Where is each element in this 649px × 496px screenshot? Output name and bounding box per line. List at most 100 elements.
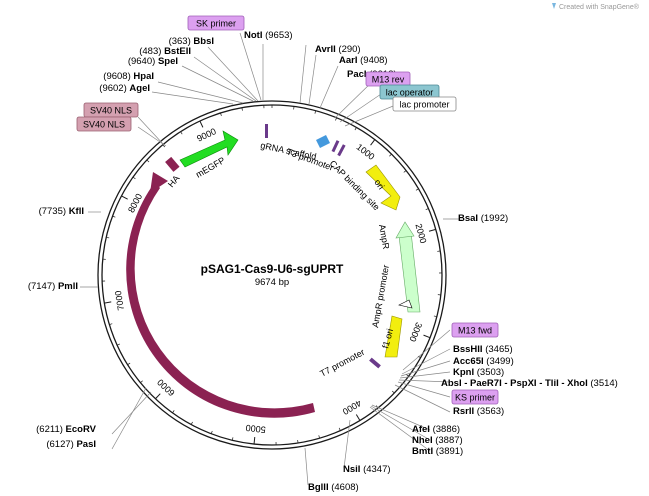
- site-label[interactable]: (9608) HpaI: [103, 71, 154, 82]
- lac-operator[interactable]: lac operator: [379, 84, 440, 100]
- tick-mark: [127, 362, 131, 365]
- sv40-nls-1[interactable]: SV40 NLS: [83, 102, 139, 118]
- lac-operator-label: lac operator: [386, 88, 434, 98]
- lac-promoter[interactable]: lac promoter: [392, 96, 457, 112]
- cas9-arrowhead: [150, 172, 168, 193]
- tick-mark: [354, 127, 357, 131]
- snapgene-logo-icon: [552, 3, 556, 9]
- cas9-feature[interactable]: [126, 182, 315, 418]
- primer-ks[interactable]: KS primer: [451, 389, 499, 405]
- site-label[interactable]: NotI (9653): [244, 30, 293, 41]
- site-label[interactable]: NsiI (4347): [343, 464, 391, 475]
- plasmid-name: pSAG1-Cas9-U6-sgUPRT: [201, 262, 344, 276]
- plasmid-length: 9674 bp: [255, 277, 289, 288]
- tick-mark: [106, 236, 110, 239]
- sv40-nls-2[interactable]: SV40 NLS: [76, 116, 132, 132]
- tick-mark: [117, 343, 121, 346]
- cas9-label: Cas9: [127, 352, 147, 375]
- tick-label: 2000: [413, 222, 428, 244]
- tick-mark: [318, 435, 320, 439]
- tick-mark: [403, 170, 407, 173]
- tick-mark: [355, 414, 361, 421]
- tick-label: 3000: [407, 321, 424, 343]
- site-label[interactable]: Acc65I (3499): [453, 356, 514, 367]
- ampr-promoter-feature[interactable]: [398, 299, 413, 309]
- primer-m13-fwd-label: M13 fwd: [458, 326, 492, 336]
- tick-mark: [405, 374, 409, 377]
- site-label[interactable]: RsrII (3563): [453, 406, 504, 417]
- ha-feature[interactable]: [165, 156, 180, 172]
- primer-ks-label: KS primer: [455, 393, 495, 403]
- site-label[interactable]: BsaI (1992): [458, 213, 508, 224]
- tick-mark: [253, 437, 256, 445]
- tick-label: 4000: [341, 398, 363, 417]
- tick-mark: [210, 430, 213, 434]
- credit-text: Created with SnapGene®: [559, 3, 640, 11]
- primer-m13-rev[interactable]: M13 rev: [365, 71, 411, 87]
- tick-label: 7000: [113, 290, 126, 311]
- tick-mark: [335, 117, 337, 121]
- tick-mark: [172, 410, 175, 414]
- lac-feature[interactable]: [337, 144, 346, 157]
- site-label[interactable]: AvrII (290): [315, 44, 361, 55]
- tick-mark: [433, 315, 437, 318]
- grna-scaffold-feature[interactable]: [265, 124, 268, 138]
- tick-mark: [428, 228, 436, 232]
- tick-mark: [162, 144, 165, 148]
- site-label[interactable]: (6211) EcoRV: [36, 424, 97, 435]
- site-label[interactable]: NheI (3887): [412, 435, 463, 446]
- tick-label: 5000: [245, 423, 266, 435]
- restriction-sites: NotI (9653) AvrII (290) (363) BbsI(483) Bs…: [28, 30, 618, 493]
- tick-mark: [220, 112, 222, 116]
- lac-promoter-label: lac promoter: [399, 100, 449, 110]
- snapgene-credit: Created with SnapGene®: [552, 3, 640, 11]
- tick-label: 9000: [195, 126, 217, 144]
- tick-mark: [425, 208, 429, 211]
- primer-m13-rev-label: M13 rev: [372, 75, 405, 85]
- site-label[interactable]: BmtI (3891): [412, 446, 463, 457]
- site-label[interactable]: (483) BstEII: [139, 46, 191, 57]
- site-label[interactable]: AbsI - PaeR7I - PspXI - TliI - XhoI (351…: [441, 378, 618, 389]
- site-label[interactable]: (9640) SpeI: [128, 56, 178, 67]
- ori-feature[interactable]: [365, 164, 401, 211]
- site-label[interactable]: (6127) PasI: [46, 439, 96, 450]
- site-label[interactable]: BglII (4608): [308, 482, 359, 493]
- tick-mark: [104, 301, 112, 304]
- site-label[interactable]: AarI (9408): [339, 55, 388, 66]
- tick-mark: [132, 176, 136, 180]
- tick-mark: [314, 110, 317, 114]
- site-label[interactable]: (7147) PmlI: [28, 281, 78, 292]
- site-label[interactable]: (7735) KflI: [39, 206, 84, 217]
- primer-m13-fwd[interactable]: M13 fwd: [451, 322, 499, 338]
- t7-promoter-feature[interactable]: [369, 357, 381, 369]
- site-label[interactable]: AfeI (3886): [412, 424, 460, 435]
- tick-label: 1000: [355, 142, 377, 162]
- f1-ori-feature[interactable]: [384, 315, 403, 358]
- tick-mark: [241, 107, 243, 111]
- site-label[interactable]: KpnI (3503): [453, 367, 504, 378]
- site-label[interactable]: (363) BbsI: [169, 36, 214, 47]
- ampr-label: AmpR: [377, 224, 391, 251]
- tick-mark: [231, 437, 234, 441]
- cap-feature[interactable]: [316, 135, 330, 148]
- tick-mark: [338, 427, 341, 431]
- ampr-arrowhead: [395, 221, 415, 239]
- tick-mark: [415, 188, 419, 191]
- site-label[interactable]: BssHII (3465): [453, 344, 513, 355]
- tick-mark: [391, 390, 395, 394]
- site-label[interactable]: (9602) AgeI: [99, 83, 150, 94]
- ampr-feature[interactable]: [398, 231, 421, 313]
- sv40-nls-1-label: SV40 NLS: [90, 106, 132, 116]
- tick-mark: [180, 131, 183, 135]
- tick-mark: [370, 139, 376, 146]
- tick-mark: [155, 393, 161, 400]
- tick-mark: [121, 195, 128, 200]
- tick-mark: [389, 153, 392, 157]
- megfp-feature[interactable]: [179, 130, 239, 168]
- t3-promoter-feature[interactable]: [331, 140, 340, 153]
- tick-mark: [423, 334, 431, 339]
- leader-lines: [80, 32, 462, 486]
- ori-label: ori: [372, 177, 386, 191]
- primer-sk[interactable]: SK primer: [187, 15, 245, 31]
